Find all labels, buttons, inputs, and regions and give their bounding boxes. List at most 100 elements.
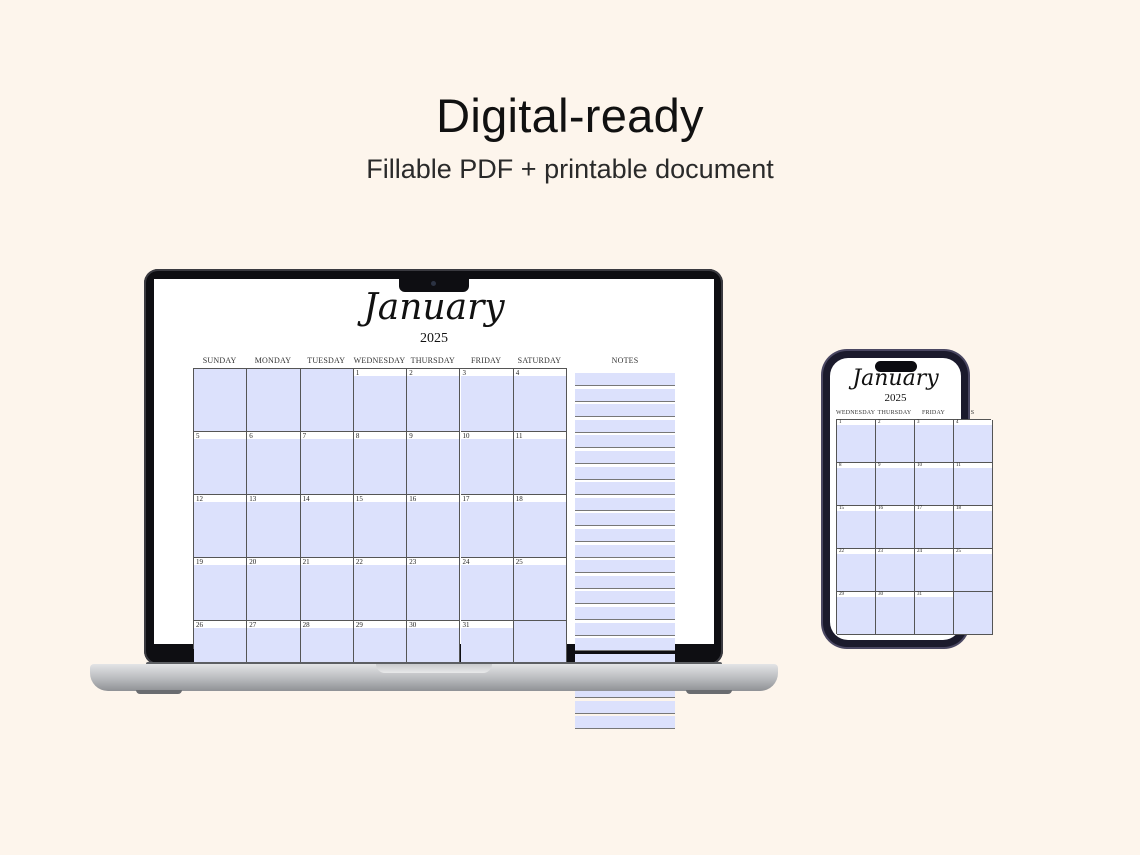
phone-day-cell[interactable]: 23 [876, 549, 915, 592]
day-cell[interactable]: 23 [407, 558, 461, 621]
day-cell[interactable]: 13 [247, 495, 301, 558]
notes-line[interactable] [575, 591, 675, 605]
day-number: 3 [462, 369, 467, 377]
notes-line[interactable] [575, 544, 675, 558]
day-cell[interactable]: 14 [300, 495, 354, 558]
day-cell[interactable]: 8 [353, 432, 408, 495]
notes-line[interactable] [575, 466, 675, 480]
day-cell[interactable]: 11 [513, 432, 568, 495]
day-cell[interactable]: 21 [300, 558, 354, 621]
day-number: 20 [249, 558, 257, 566]
day-number: 10 [462, 432, 470, 440]
notes-line[interactable] [575, 575, 675, 589]
notes-line[interactable] [575, 638, 675, 652]
month-title: January [363, 287, 505, 328]
day-number: 26 [196, 621, 203, 629]
phone-day-number: 3 [917, 420, 920, 425]
day-cell[interactable] [300, 369, 354, 432]
day-cell[interactable]: 2 [407, 369, 461, 432]
day-number: 9 [409, 432, 413, 440]
notes-line[interactable] [575, 607, 675, 620]
day-number: 17 [462, 495, 470, 503]
notes-line[interactable] [575, 404, 675, 418]
phone-day-cell[interactable]: 24 [915, 549, 954, 592]
phone-day-number: 4 [956, 420, 959, 425]
day-cell[interactable] [247, 369, 301, 432]
notes-line[interactable] [575, 373, 675, 386]
phone-day-cell[interactable]: 2 [876, 420, 915, 463]
day-number: 5 [196, 432, 200, 440]
day-cell[interactable]: 3 [460, 369, 514, 432]
day-cell[interactable]: 22 [353, 558, 408, 621]
day-number: 21 [302, 558, 310, 566]
day-number: 23 [409, 558, 417, 566]
day-header: SATURDAY [517, 356, 562, 365]
day-cell[interactable]: 7 [300, 432, 354, 495]
notes-line[interactable] [575, 435, 675, 449]
notes-line[interactable] [575, 622, 675, 636]
notes-line[interactable] [575, 388, 675, 402]
phone-day-cell[interactable]: 11 [954, 463, 993, 506]
phone-day-header: WEDNESDAY [836, 410, 876, 416]
phone-day-number: 25 [956, 549, 961, 554]
laptop-foot-left [136, 690, 182, 694]
phone-day-cell[interactable]: 30 [876, 592, 915, 635]
day-cell[interactable] [194, 369, 248, 432]
phone-day-cell[interactable]: 29 [837, 592, 876, 635]
notes-line[interactable] [575, 419, 675, 433]
notes-line[interactable] [575, 451, 675, 464]
notes-line[interactable] [575, 560, 675, 574]
day-cell[interactable]: 6 [247, 432, 301, 495]
day-cell[interactable]: 5 [194, 432, 248, 495]
phone-day-cell[interactable]: 4 [954, 420, 993, 463]
day-cell[interactable]: 18 [513, 495, 568, 558]
day-cell[interactable]: 20 [247, 558, 301, 621]
day-header: MONDAY [254, 356, 292, 365]
day-number: 14 [302, 495, 310, 503]
phone-day-cell[interactable]: 17 [915, 506, 954, 549]
phone-day-cell[interactable]: 8 [837, 463, 876, 506]
day-number: 28 [302, 621, 310, 629]
day-cell[interactable]: 24 [460, 558, 514, 621]
phone-day-cell[interactable]: 18 [954, 506, 993, 549]
notes-line[interactable] [575, 482, 675, 496]
notes-line[interactable] [575, 716, 675, 730]
day-cell[interactable]: 10 [460, 432, 514, 495]
phone-day-cell[interactable]: 3 [915, 420, 954, 463]
notes-line[interactable] [575, 529, 675, 542]
day-cell[interactable]: 15 [353, 495, 408, 558]
notes-line[interactable] [575, 700, 675, 714]
day-header: FRIDAY [471, 356, 502, 365]
phone-day-cell[interactable]: 9 [876, 463, 915, 506]
phone-year-label: 2025 [884, 392, 907, 404]
phone-day-cell[interactable]: 31 [915, 592, 954, 635]
day-cell[interactable]: 17 [460, 495, 514, 558]
day-cell[interactable]: 16 [407, 495, 461, 558]
phone-day-number: 1 [839, 420, 842, 425]
notes-line[interactable] [575, 497, 675, 511]
day-cell[interactable]: 12 [194, 495, 248, 558]
year-label: 2025 [420, 331, 448, 346]
phone-day-cell[interactable]: 22 [837, 549, 876, 592]
day-cell[interactable]: 25 [513, 558, 568, 621]
notes-line[interactable] [575, 513, 675, 527]
phone-day-number: 16 [878, 506, 883, 511]
day-number: 4 [515, 369, 520, 377]
phone-volume-button [821, 430, 824, 452]
day-number: 30 [409, 621, 417, 629]
day-number: 2 [409, 369, 413, 377]
phone-day-cell[interactable]: 1 [837, 420, 876, 463]
phone-day-cell[interactable]: 10 [915, 463, 954, 506]
phone-day-header: THURSDAY [877, 410, 912, 416]
phone-day-number: 18 [956, 506, 961, 511]
phone-day-cell[interactable]: 15 [837, 506, 876, 549]
day-cell[interactable]: 19 [194, 558, 248, 621]
day-number: 6 [249, 432, 253, 440]
phone-day-cell[interactable]: 16 [876, 506, 915, 549]
day-cell[interactable]: 9 [407, 432, 461, 495]
day-cell[interactable]: 4 [513, 369, 568, 432]
phone-day-cell[interactable]: 25 [954, 549, 993, 592]
day-cell[interactable]: 1 [353, 369, 408, 432]
phone-day-cell[interactable] [954, 592, 993, 635]
